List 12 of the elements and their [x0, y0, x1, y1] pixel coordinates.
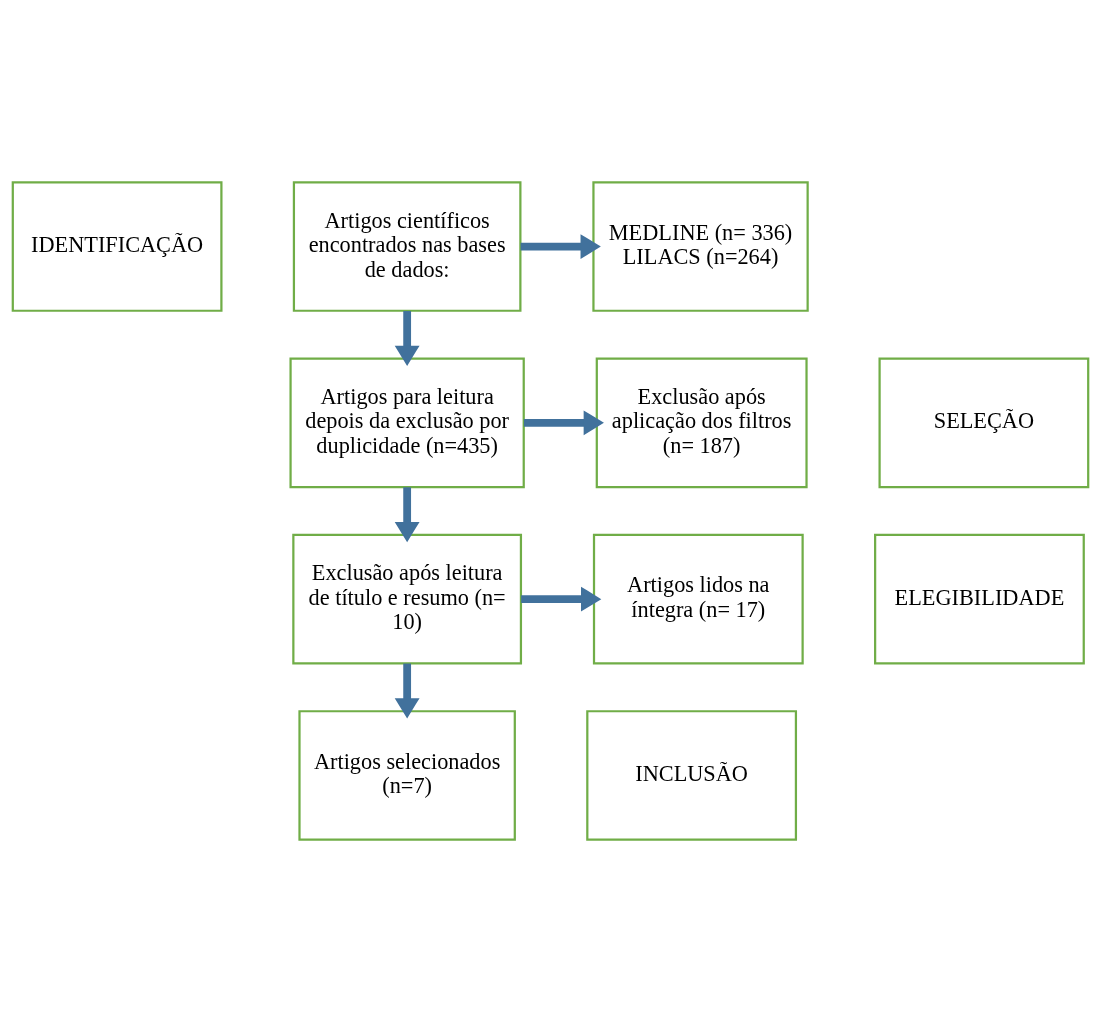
- node-box: Artigos para leitura depois da exclusão por duplicidade (n=435): [289, 357, 525, 489]
- node-box: Exclusão após leitura de título e resumo (n= 10): [292, 533, 523, 665]
- node-box: Artigos lidos na íntegra (n= 17): [592, 533, 804, 665]
- arrow: [523, 410, 604, 436]
- node-box: Artigos científicos encontrados nas bases de dados:: [292, 181, 522, 312]
- node-box: MEDLINE (n= 336) LILACS (n=264): [592, 181, 809, 312]
- node-box: SELEÇÃO: [878, 357, 1090, 489]
- node-box: ELEGIBILIDADE: [874, 533, 1085, 665]
- node-box: INCLUSÃO: [586, 710, 798, 841]
- node-box: Exclusão após aplicação dos filtros (n= 187): [595, 357, 808, 489]
- node-box: IDENTIFICAÇÃO: [11, 181, 223, 312]
- node-box: Artigos selecionados (n=7): [298, 710, 516, 841]
